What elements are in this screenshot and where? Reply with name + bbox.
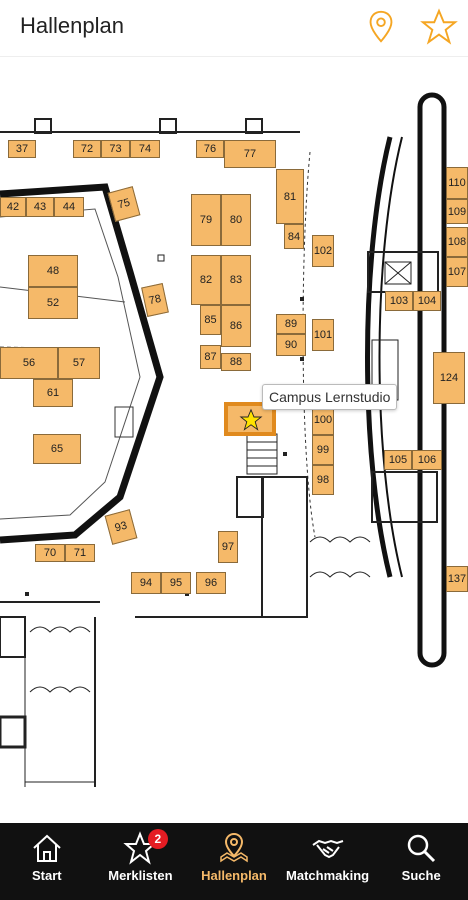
booth-90[interactable]: 90	[276, 334, 306, 356]
booth-74[interactable]: 74	[130, 140, 160, 158]
booth-86[interactable]: 86	[221, 305, 251, 347]
star-favorite-icon[interactable]	[420, 8, 458, 46]
nav-matchmaking[interactable]: Matchmaking	[281, 823, 375, 900]
booth-96[interactable]: 96	[196, 572, 226, 594]
booth-57[interactable]: 57	[58, 347, 100, 379]
booth-101[interactable]: 101	[312, 319, 334, 351]
booth-tooltip: Campus Lernstudio	[262, 384, 398, 410]
booth-56[interactable]: 56	[0, 347, 58, 379]
handshake-icon	[312, 839, 343, 859]
booth-72[interactable]: 72	[73, 140, 101, 158]
booth-98[interactable]: 98	[312, 465, 334, 495]
booth-82[interactable]: 82	[191, 255, 221, 305]
nav-suche[interactable]: Suche	[374, 823, 468, 900]
nav-start-label: Start	[31, 868, 62, 883]
booth-124[interactable]: 124	[433, 352, 465, 404]
booth-76[interactable]: 76	[196, 140, 224, 158]
booth-73[interactable]: 73	[101, 140, 130, 158]
nav-merklisten[interactable]: 2 Merklisten	[94, 823, 188, 900]
nav-matchmaking-label: Matchmaking	[286, 868, 370, 883]
booth-71[interactable]: 71	[65, 544, 95, 562]
booth-108[interactable]: 108	[446, 227, 468, 257]
booth-103[interactable]: 103	[385, 291, 413, 311]
booth-48[interactable]: 48	[28, 255, 78, 287]
nav-hallenplan-label: Hallenplan	[201, 868, 267, 883]
location-pin-icon[interactable]	[362, 8, 400, 46]
nav-start[interactable]: Start	[0, 823, 94, 900]
booth-137[interactable]: 137	[446, 566, 468, 592]
booth-70[interactable]: 70	[35, 544, 65, 562]
booth-81[interactable]: 81	[276, 169, 304, 224]
app-header: Hallenplan	[0, 0, 468, 57]
booth-87[interactable]: 87	[200, 345, 221, 369]
booth-80[interactable]: 80	[221, 194, 251, 246]
booth-99[interactable]: 99	[312, 435, 334, 465]
booth-43[interactable]: 43	[26, 197, 54, 217]
booth-85[interactable]: 85	[200, 305, 221, 335]
booth-65[interactable]: 65	[33, 434, 81, 464]
booth-110[interactable]: 110	[446, 167, 468, 199]
booth-89[interactable]: 89	[276, 314, 306, 334]
booth-102[interactable]: 102	[312, 235, 334, 267]
booth-109[interactable]: 109	[446, 199, 468, 224]
booth-77[interactable]: 77	[224, 140, 276, 168]
nav-suche-label: Suche	[401, 868, 441, 883]
star-marker-icon	[239, 408, 263, 431]
booth-100[interactable]: 100	[312, 405, 334, 435]
booth-97[interactable]: 97	[218, 531, 238, 563]
booth-106[interactable]: 106	[412, 450, 442, 470]
bottom-navigation: Start 2 Merklisten Hallenplan Matchmakin…	[0, 823, 468, 900]
nav-hallenplan[interactable]: Hallenplan	[187, 823, 281, 900]
booth-84[interactable]: 84	[284, 224, 304, 249]
hall-map[interactable]: 37 72 73 74 76 77 75 42 43 44 79 80 81 8…	[0, 57, 468, 823]
page-title: Hallenplan	[20, 13, 124, 38]
booth-42[interactable]: 42	[0, 197, 26, 217]
booth-95[interactable]: 95	[161, 572, 191, 594]
booth-105[interactable]: 105	[384, 450, 412, 470]
booth-61[interactable]: 61	[33, 379, 73, 407]
booth-37[interactable]: 37	[8, 140, 36, 158]
home-icon	[33, 834, 61, 862]
booth-52[interactable]: 52	[28, 287, 78, 319]
booth-83[interactable]: 83	[221, 255, 251, 305]
nav-merklisten-label: Merklisten	[108, 868, 173, 883]
booth-104[interactable]: 104	[413, 291, 441, 311]
map-pin-icon	[220, 832, 248, 863]
booth-107[interactable]: 107	[446, 257, 468, 287]
search-icon	[407, 834, 436, 863]
booth-44[interactable]: 44	[54, 197, 84, 217]
booth-94[interactable]: 94	[131, 572, 161, 594]
merklisten-badge: 2	[147, 829, 168, 849]
booth-79[interactable]: 79	[191, 194, 221, 246]
booth-88[interactable]: 88	[221, 353, 251, 371]
